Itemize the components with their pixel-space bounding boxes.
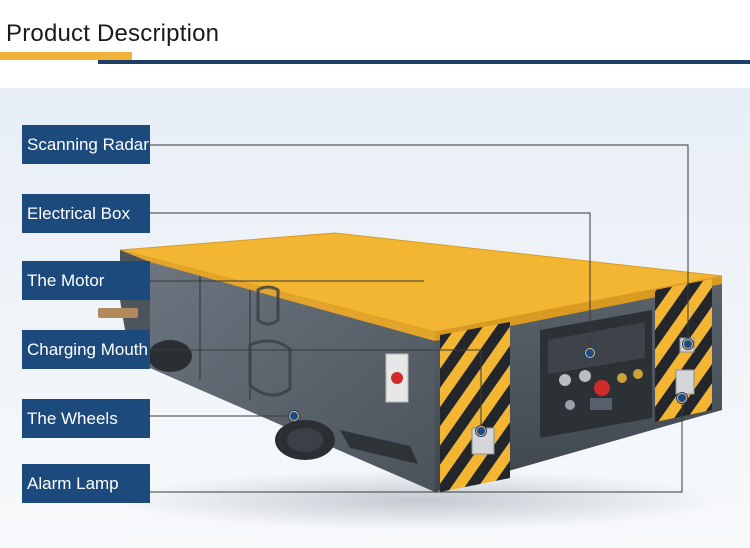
marker-dot-alarm-lamp [677,393,687,403]
leader-line-charging-mouth [150,349,482,431]
marker-dot-scanning-radar [683,339,693,349]
callout-label-scanning-radar: Scanning Radar [22,125,150,164]
header-accent-bar [0,52,132,60]
side-handle [98,308,138,318]
callout-label-alarm-lamp: Alarm Lamp [22,464,150,503]
leader-line-alarm-lamp [150,398,683,493]
header-divider [98,60,750,64]
wheel-group [148,340,335,460]
control-buttons [559,369,643,410]
side-step [340,430,418,464]
leader-line-electrical-box [150,212,591,353]
callout-label-the-wheels: The Wheels [22,399,150,438]
marker-dot-charging-mouth [476,426,486,436]
page-header: Product Description [0,0,750,88]
marker-dot-the-wheels [289,411,299,421]
callout-label-the-motor: The Motor [22,261,150,300]
marker-dot-electrical-box [585,348,595,358]
floor-shadow [120,470,720,530]
callout-label-electrical-box: Electrical Box [22,194,150,233]
leader-line-scanning-radar [150,144,689,344]
page-title: Product Description [6,20,220,47]
callout-label-charging-mouth: Charging Mouth [22,330,150,369]
